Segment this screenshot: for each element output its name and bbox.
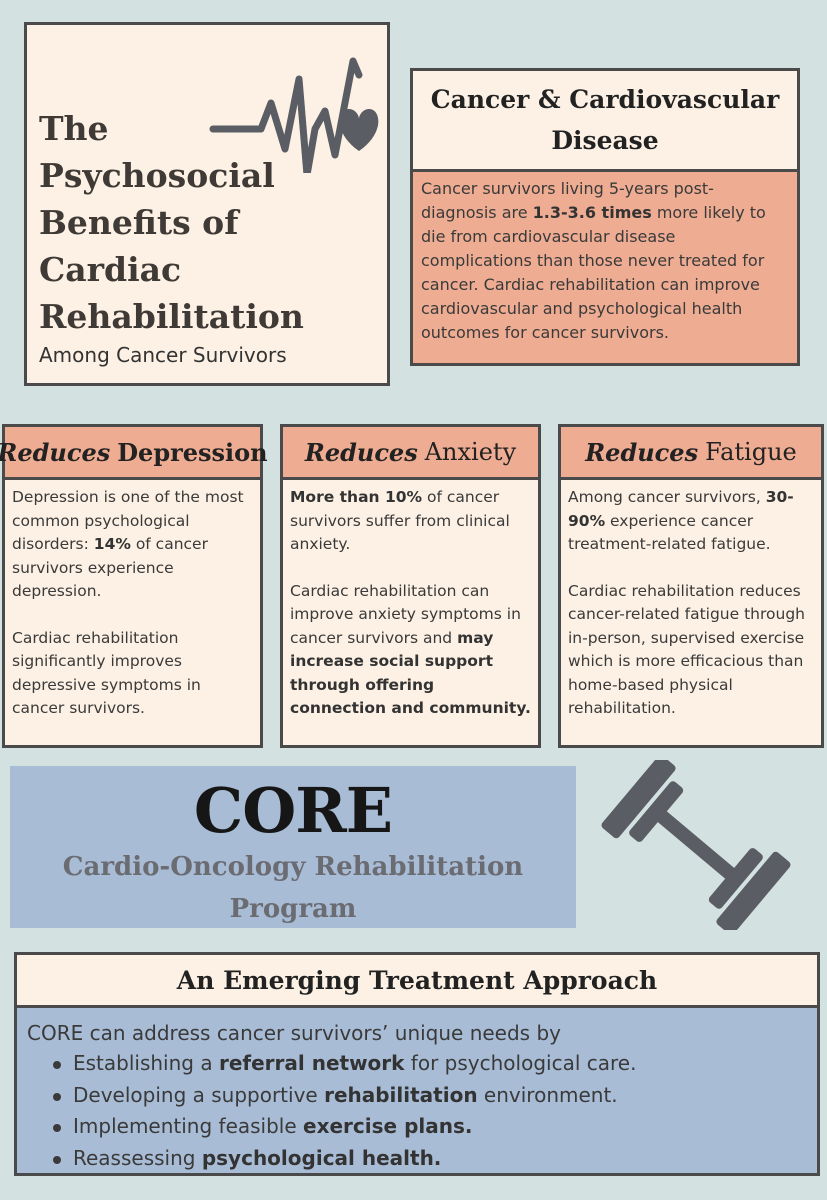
list-item-highlight: rehabilitation xyxy=(324,1082,478,1107)
depression-text: of cancer survivors experience depressio… xyxy=(12,535,208,600)
list-item: Implementing feasible exercise plans. xyxy=(49,1111,817,1143)
list-item-text: for psychological care. xyxy=(404,1051,637,1075)
anxiety-text: of cancer survivors suffer from clinical… xyxy=(290,488,510,553)
depression-body: Depression is one of the most common psy… xyxy=(2,480,263,748)
cvd-header: Cancer & Cardiovascular Disease xyxy=(410,68,800,172)
list-item-highlight: referral network xyxy=(218,1051,405,1075)
list-item-text: environment. xyxy=(477,1082,618,1107)
list-item-highlight: psychological health. xyxy=(201,1145,442,1170)
emerging-body: CORE can address cancer survivors’ uniqu… xyxy=(14,1005,820,1176)
emerging-list: Establishing a referral network for psyc… xyxy=(49,1048,817,1174)
core-banner: CORE Cardio-Oncology Rehabilitation Prog… xyxy=(10,766,576,928)
fatigue-paragraph: Among cancer survivors, 30-90% experienc… xyxy=(568,486,814,557)
emerging-intro: CORE can address cancer survivors’ uniqu… xyxy=(27,1021,561,1045)
anxiety-paragraph: More than 10% of cancer survivors suffer… xyxy=(290,486,531,557)
cvd-highlight: 1.3-3.6 times xyxy=(532,203,652,222)
list-item-text: Developing a supportive xyxy=(73,1082,325,1107)
fatigue-stat: 30-90% xyxy=(568,488,794,530)
title-panel: The Psychosocial Benefits of Cardiac Reh… xyxy=(24,22,390,386)
list-item-text: Reassessing xyxy=(73,1145,202,1170)
core-subtitle-text: Cardio-Oncology Rehabilitation Program xyxy=(62,852,524,924)
cvd-text-part: more likely to die from cardiovascular d… xyxy=(421,203,766,342)
anxiety-text: Cardiac rehabilitation can improve anxie… xyxy=(290,581,521,647)
fatigue-text: experience cancer treatment-related fati… xyxy=(568,511,771,554)
fatigue-text: Among cancer survivors, xyxy=(568,488,766,506)
heartbeat-icon xyxy=(209,57,379,173)
fatigue-body: Among cancer survivors, 30-90% experienc… xyxy=(558,480,824,748)
fatigue-header-label: Fatigue xyxy=(705,438,797,466)
page-title: The Psychosocial Benefits of Cardiac Reh… xyxy=(39,109,304,336)
anxiety-body: More than 10% of cancer survivors suffer… xyxy=(280,480,541,748)
cvd-title: Cancer & Cardiovascular Disease xyxy=(430,85,780,155)
anxiety-highlight: may increase social support through offe… xyxy=(290,628,531,718)
anxiety-header-em: Reduces xyxy=(304,437,418,467)
anxiety-paragraph: Cardiac rehabilitation can improve anxie… xyxy=(290,580,531,721)
depression-stat: 14% xyxy=(93,535,131,553)
depression-paragraph: Cardiac rehabilitation significantly imp… xyxy=(12,628,201,718)
list-item: Reassessing psychological health. xyxy=(49,1143,817,1175)
anxiety-stat: More than 10% xyxy=(290,488,423,506)
depression-paragraph: Depression is one of the most common psy… xyxy=(12,486,253,604)
list-item-text: Establishing a xyxy=(73,1051,219,1075)
emerging-header: An Emerging Treatment Approach xyxy=(14,952,820,1008)
anxiety-header-label: Anxiety xyxy=(424,438,517,466)
emerging-title: An Emerging Treatment Approach xyxy=(176,965,658,995)
list-item-highlight: exercise plans. xyxy=(303,1114,473,1138)
depression-text: Depression is one of the most common psy… xyxy=(12,488,244,553)
page-subtitle: Among Cancer Survivors xyxy=(39,343,287,367)
list-item: Establishing a referral network for psyc… xyxy=(49,1048,817,1080)
list-item-text: Implementing feasible xyxy=(73,1114,304,1138)
fatigue-header-em: Reduces xyxy=(585,437,699,467)
cvd-text: Cancer survivors living 5-years post-dia… xyxy=(410,169,800,366)
dumbbell-icon xyxy=(601,760,791,930)
list-item: Developing a supportive rehabilitation e… xyxy=(49,1080,817,1112)
depression-header-em: Reduces xyxy=(0,437,111,467)
depression-header-label: Depression xyxy=(117,437,268,467)
fatigue-paragraph: Cardiac rehabilitation reduces cancer-re… xyxy=(568,581,805,718)
core-subtitle: Cardio-Oncology Rehabilitation Program xyxy=(10,846,576,930)
core-title: CORE xyxy=(193,774,393,847)
cvd-text-part: Cancer survivors living 5-years post-dia… xyxy=(421,179,714,222)
